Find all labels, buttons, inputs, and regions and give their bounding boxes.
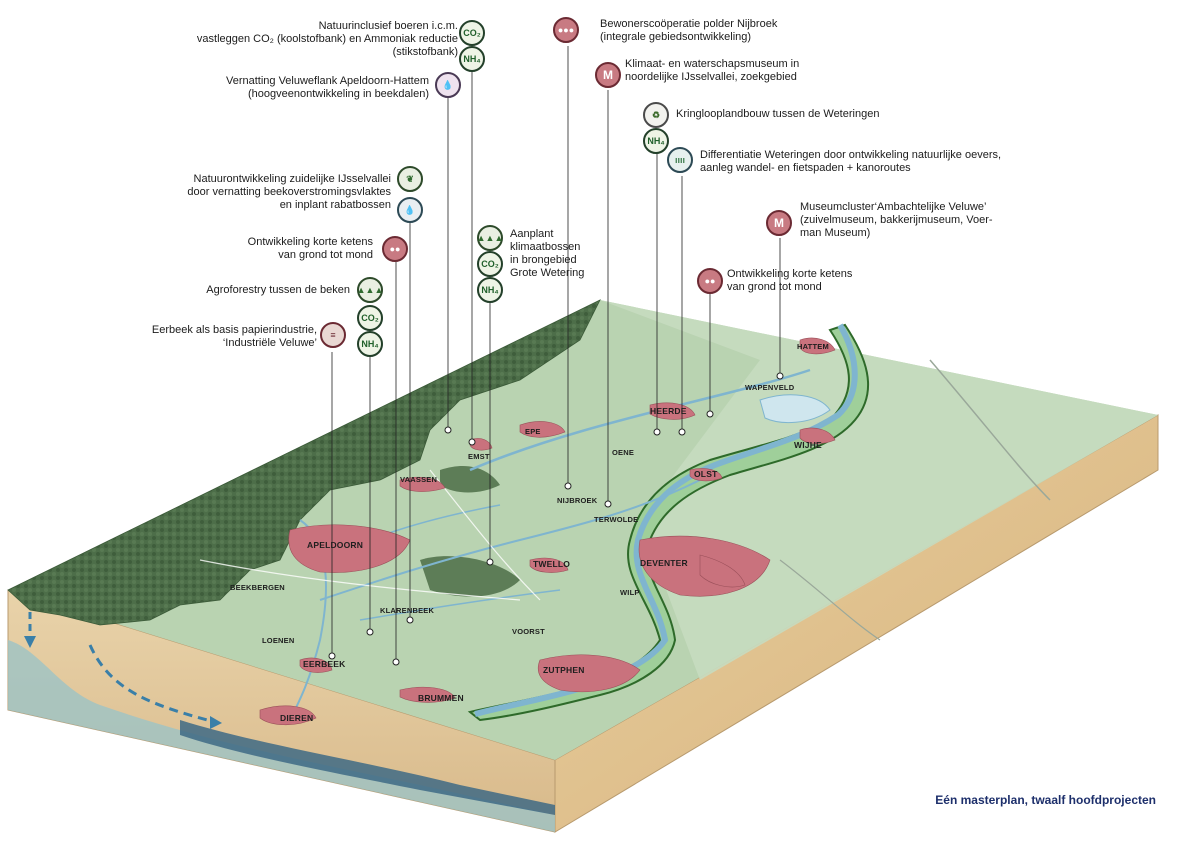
people-icon: ●●● [553,17,579,43]
nh4-icon: NH₄ [459,46,485,72]
nh4-icon: NH₄ [643,128,669,154]
annotation-agroforestry: Agroforestry tussen de beken [206,284,350,296]
place-loenen: LOENEN [262,636,295,645]
people-icon: ●● [697,268,723,294]
forest-icon: ▲▲▲ [477,225,503,251]
leaf-icon: ❦ [397,166,423,192]
place-eerbeek: EERBEEK [303,659,346,669]
annotation-korte-ketens-right: Ontwikkeling korte ketens van grond tot … [727,268,853,293]
place-twello: TWELLO [533,559,571,569]
water-drop-plus-icon: 💧 [397,197,423,223]
place-emst: EMST [468,452,490,461]
nh4-icon: NH₄ [477,277,503,303]
annotation-korte-ketens-left: Ontwikkeling korte ketens van grond tot … [247,236,373,261]
annotation-kringloop: Kringlooplandbouw tussen de Weteringen [676,108,880,120]
place-apeldoorn: APELDOORN [307,540,364,550]
annotation-differentiatie: Differentiatie Weteringen door ontwikkel… [700,149,1002,174]
clay-layer [180,720,555,815]
place-dieren: DIEREN [280,713,314,723]
nh4-icon: NH₄ [357,331,383,357]
museum-icon: M [766,210,792,236]
annotation-natuurontwikkeling: Natuurontwikkeling zuidelijke IJsselvall… [187,173,391,211]
place-epe: EPE [525,427,541,436]
place-wapenveld: WAPENVELD [745,383,795,392]
leader-lines [331,46,781,662]
annotation-aanplant: Aanplant klimaatbossen in brongebied Gro… [510,228,585,279]
annotation-museumcluster: Museumcluster‘Ambachtelijke Veluwe’ (zui… [800,201,993,239]
museum-icon: M [595,62,621,88]
co2-icon: CO₂ [357,305,383,331]
place-deventer: DEVENTER [640,558,688,568]
ijssel-floodplain [467,323,870,722]
place-wilp: WILP [620,588,640,597]
annotation-bewoners: Bewonerscoöperatie polder Nijbroek (inte… [600,18,778,43]
place-zutphen: ZUTPHEN [543,665,585,675]
annotation-eerbeek: Eerbeek als basis papierindustrie, ‘Indu… [151,324,317,349]
place-klarenbeek: KLARENBEEK [380,606,435,615]
co2-icon: CO₂ [459,20,485,46]
place-voorst: VOORST [512,627,545,636]
recycle-tractor-icon: ♻ [643,102,669,128]
town-areas [259,337,836,726]
place-vaassen: VAASSEN [400,475,438,484]
place-heerde: HEERDE [650,406,687,416]
place-nijbroek: NIJBROEK [557,496,598,505]
place-olst: OLST [694,469,718,479]
wetland-heerde [759,394,831,423]
co2-icon: CO₂ [477,251,503,277]
place-oene: OENE [612,448,635,457]
place-terwolde: TERWOLDE [594,515,639,524]
annotation-vernatting-veluweflank: Vernatting Veluweflank Apeldoorn-Hattem … [225,75,429,100]
annotation-klimaat-museum: Klimaat- en waterschapsmuseum in noordel… [625,58,800,83]
people-icon: ●● [382,236,408,262]
place-beekbergen: BEEKBERGEN [230,583,285,592]
groundwater-layer [8,640,555,832]
groundwater-flow-arrow [88,644,216,724]
wetering-canal [319,479,701,601]
agroforestry-icon: ▲▲▲ [357,277,383,303]
place-brummen: BRUMMEN [418,693,464,703]
a50-road [929,359,1051,501]
water-drop-plus-icon: 💧 [435,72,461,98]
leader-dots [328,372,784,666]
annotation-natuurinclusief: Natuurinclusief boeren i.c.m. vastleggen… [196,20,458,58]
caption-title: Eén masterplan, twaalf hoofdprojecten [935,793,1156,807]
reed-bank-icon: ıııı [667,147,693,173]
place-wijhe: WIJHE [794,440,822,450]
paper-stack-icon: ≡ [320,322,346,348]
place-hattem: HATTEM [797,342,829,351]
